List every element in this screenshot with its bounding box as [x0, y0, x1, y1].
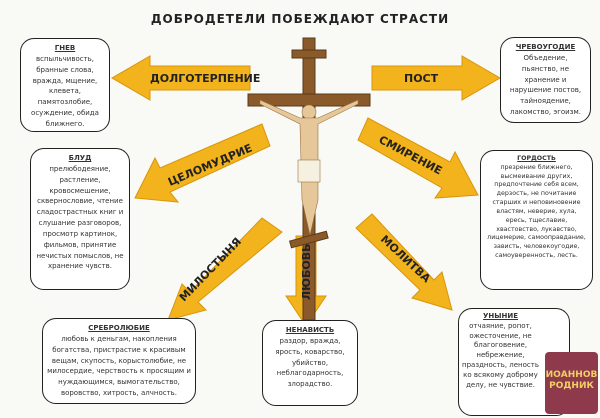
passion-title: СРЕБРОЛЮБИЕ	[88, 324, 150, 332]
passion-title: ГОРДОСТЬ	[517, 155, 556, 162]
arrow-molitva	[355, 213, 453, 311]
logo-line1: ИОАННОВ	[545, 370, 598, 380]
virtue-post: ПОСТ	[404, 72, 439, 85]
passion-title: ГНЕВ	[54, 44, 76, 52]
passion-text: презрение ближнего, высмеивание других, …	[487, 163, 586, 259]
passion-title: БЛУД	[68, 154, 92, 162]
passion-text: вспыльчивость, бранные слова, вражда, мщ…	[31, 54, 99, 128]
christ-figure	[259, 99, 359, 236]
diagram-title: ДОБРОДЕТЕЛИ ПОБЕЖДАЮТ СТРАСТИ	[150, 12, 450, 26]
passion-title: ЧРЕВОУГОДИЕ	[515, 43, 576, 51]
passion-title: УНЫНИЕ	[482, 312, 518, 320]
passion-text: отчаяние, ропот, ожесточение, не благого…	[462, 321, 539, 389]
passion-text: прелюбодеяние, растление, кровосмешение,…	[36, 164, 124, 271]
passion-text: любовь к деньгам, накопления богатства, …	[47, 334, 191, 398]
passion-gordost: ГОРДОСТЬ презрение ближнего, высмеивание…	[480, 150, 593, 290]
logo-line2: РОДНИК	[549, 380, 594, 391]
arrow-celomudrie	[134, 123, 271, 203]
arrow-smirenie	[357, 117, 479, 199]
virtue-lyubov: ЛЮБОВЬ	[300, 243, 313, 300]
passion-text: Объедение, пьянство, не хранение и наруш…	[509, 53, 582, 117]
watermark-logo: ИОАННОВ РОДНИК	[545, 352, 598, 414]
passion-nenavist: НЕНАВИСТЬ раздор, вражда, ярость, коварс…	[262, 320, 358, 406]
passion-text: раздор, вражда, ярость, коварство, убийс…	[275, 336, 345, 389]
virtue-molitva: МОЛИТВА	[378, 233, 433, 286]
passion-title: НЕНАВИСТЬ	[285, 326, 335, 334]
virtue-dolgoterpenie: ДОЛГОТЕРПЕНИЕ	[150, 72, 260, 85]
arrow-milostynya	[167, 217, 283, 321]
arrow-dolgoterpenie	[111, 55, 251, 101]
passion-gnev: ГНЕВ вспыльчивость, бранные слова, вражд…	[20, 38, 110, 132]
passion-srebrolyubie: СРЕБРОЛЮБИЕ любовь к деньгам, накопления…	[42, 318, 196, 404]
passion-chrevougodie: ЧРЕВОУГОДИЕ Объедение, пьянство, не хран…	[500, 37, 591, 123]
arrow-post	[371, 55, 501, 101]
passion-blud: БЛУД прелюбодеяние, растление, кровосмеш…	[30, 148, 130, 290]
